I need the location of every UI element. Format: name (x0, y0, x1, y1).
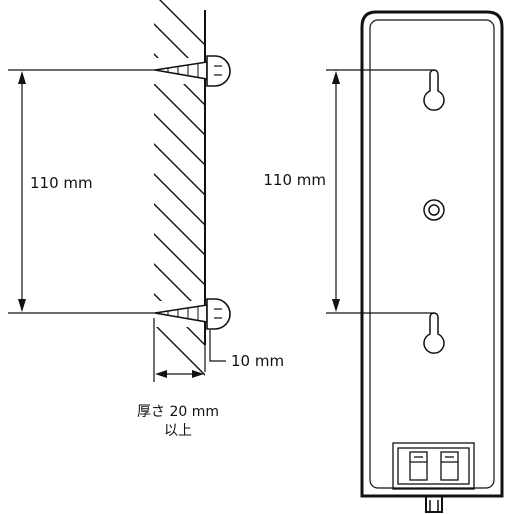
wall-cross-section (150, 0, 206, 376)
protrusion-dimension (204, 330, 226, 372)
keyhole-slot-bottom (423, 312, 445, 354)
speaker-back-panel (360, 10, 504, 513)
arrowhead-down (18, 299, 26, 312)
terminal-right (440, 451, 459, 481)
keyhole-slot-top (423, 69, 445, 111)
center-jack-icon (423, 199, 445, 221)
arrowhead-down (332, 299, 340, 312)
arrowhead-up (332, 71, 340, 84)
left-spacing-label: 110 mm (30, 174, 93, 192)
screw-bottom (154, 298, 231, 330)
wall-thickness-dimension (153, 318, 204, 382)
arrowhead-right (192, 370, 204, 378)
protrusion-label: 10 mm (231, 352, 284, 370)
panel-inner-outline (369, 19, 495, 489)
right-spacing-dimension (326, 69, 434, 314)
arrowhead-left (155, 370, 167, 378)
screw-top (154, 55, 231, 87)
terminal-left (409, 451, 428, 481)
panel-outline (360, 10, 504, 498)
speaker-terminal-block (392, 442, 475, 490)
left-spacing-dimension (8, 69, 155, 314)
arrowhead-up (18, 71, 26, 84)
right-spacing-label: 110 mm (263, 171, 326, 189)
bottom-notch (425, 496, 443, 513)
wall-thickness-label-line1: 厚さ 20 mm (137, 404, 219, 420)
wall-thickness-label-line2: 以上 (164, 423, 192, 439)
